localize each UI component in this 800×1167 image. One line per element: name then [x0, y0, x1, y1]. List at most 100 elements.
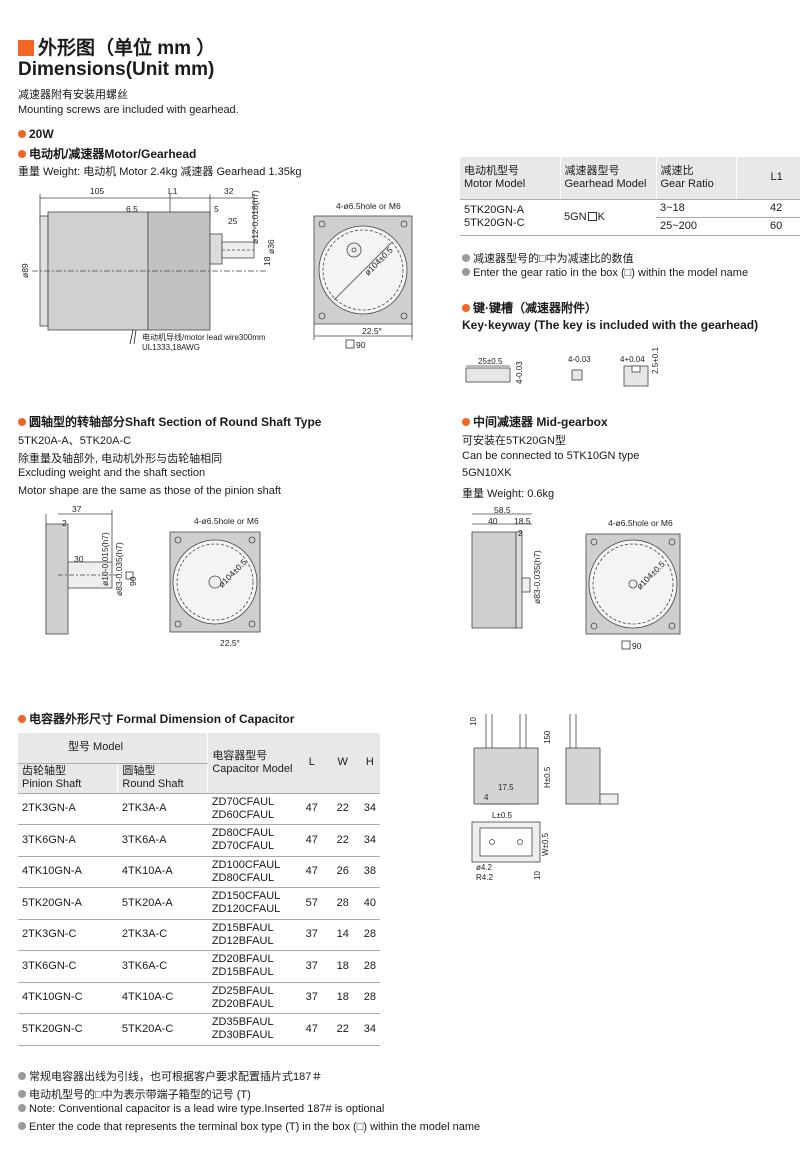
dim-25: 25	[228, 216, 238, 226]
angle-label: 22.5°	[362, 326, 382, 336]
cell-W: 22	[325, 824, 360, 857]
holes-label: 4-ø6.5hole or M6	[336, 201, 401, 211]
rs-angle: 22.5°	[220, 638, 240, 648]
rs-dim-30: 30	[74, 554, 84, 564]
motor-gearhead-drawing: 105 L1 32 6.5 5 25 ø12-0.018(h7) 18 ø36 …	[20, 186, 413, 352]
mid-gearbox-line2: Can be connected to 5TK10GN type	[462, 450, 640, 462]
cell-round: 3TK6A-C	[117, 950, 208, 983]
box-icon	[587, 211, 597, 221]
cell-pinion: 2TK3GN-C	[18, 919, 118, 951]
bullet-icon	[18, 418, 26, 426]
cell-L: 47	[297, 824, 326, 857]
sq90-label: 90	[356, 340, 366, 350]
mg-dim-40: 40	[488, 516, 498, 526]
rs-dim-83: ø83-0.035(h7)	[114, 542, 124, 596]
rs-dim-2: 2	[62, 518, 67, 528]
cell-W: 18	[325, 950, 360, 983]
cell-round: 2TK3A-A	[117, 793, 208, 825]
cell-H: 34	[359, 1013, 380, 1046]
mid-gearbox-drawing: 58.5 40 18.5 2 ø83-0.035(h7) 4-ø6.5hole …	[471, 505, 681, 651]
key-width: 4-0.03	[568, 355, 591, 364]
cap-model-2: ZD20BFAUL	[211, 997, 274, 1010]
footer-note-4: Enter the code that represents the termi…	[18, 1121, 480, 1133]
cap-model-1: ZD100CFAUL	[211, 858, 281, 871]
note-cn: 减速器附有安装用螺丝	[18, 89, 128, 101]
cell-L: 37	[297, 982, 326, 1014]
bullet-icon	[18, 1072, 26, 1080]
rs-holes: 4-ø6.5hole or M6	[194, 516, 259, 526]
cap-model-1: ZD150CFAUL	[211, 890, 281, 903]
cell-H: 38	[359, 856, 380, 888]
cap-model-2: ZD60CFAUL	[211, 808, 275, 821]
footer-note-2: 电动机型号的□中为表示带端子箱型的记号 (T)	[18, 1086, 251, 1102]
cell-round: 4TK10A-C	[117, 982, 208, 1014]
bullet-icon	[18, 715, 26, 723]
cell-L: 47	[297, 1013, 326, 1046]
bullet-icon	[18, 1090, 26, 1098]
dim-32: 32	[224, 186, 234, 196]
mid-gearbox-line1: 可安装在5TK20GN型	[462, 435, 566, 447]
dim-18: 18	[262, 256, 272, 266]
cell-pinion: 4TK10GN-A	[18, 856, 118, 888]
cap-dim-17-5: 17.5	[498, 783, 514, 792]
cap-dim-h: H±0.5	[543, 766, 552, 788]
col-W: W	[325, 733, 360, 794]
bullet-icon	[18, 150, 26, 158]
note-en: Mounting screws are included with gearhe…	[18, 104, 239, 116]
key-heading-cn: 键·键槽（减速器附件）	[462, 299, 597, 316]
bullet-icon	[18, 1104, 26, 1112]
cap-dim-150: 150	[543, 730, 552, 744]
page-title-en: Dimensions(Unit mm)	[18, 59, 215, 80]
cap-model-1: ZD15BFAUL	[211, 921, 274, 934]
ratio-note-cn: 减速器型号的□中为减速比的数值	[462, 250, 634, 266]
cell-W: 18	[325, 982, 360, 1014]
mg-dim-83: ø83-0.035(h7)	[532, 550, 542, 604]
dim-l1: L1	[168, 186, 178, 196]
bullet-icon	[462, 254, 470, 262]
power-label: 20W	[18, 127, 54, 141]
cap-model-2: ZD120CFAUL	[211, 903, 281, 916]
cap-model-1: ZD80CFAUL	[211, 827, 275, 840]
dim-6-5: 6.5	[126, 204, 138, 214]
col-L: L	[297, 733, 326, 794]
cell-pinion: 5TK20GN-A	[18, 887, 118, 920]
cell-pinion: 3TK6GN-C	[18, 950, 118, 983]
col-model: 型号 Model	[18, 733, 208, 764]
round-shaft-note-cn: 除重量及轴部外, 电动机外形与齿轮轴相同	[18, 453, 223, 465]
capacitor-drawing: 10 150 H±0.5 4 17.5 L±0.5 W±0.5 ø4.2 R4.…	[469, 714, 619, 882]
cell-round: 5TK20A-A	[117, 887, 208, 920]
rs-dim-10: ø10-0.015(h7)	[100, 532, 110, 586]
mid-gearbox-heading: 中间减速器 Mid-gearbox	[462, 413, 608, 430]
cell-H: 28	[359, 950, 380, 983]
round-shaft-note-en2: Motor shape are the same as those of the…	[18, 485, 281, 497]
cell-L: 57	[297, 887, 326, 920]
footer-note-3: Note: Conventional capacitor is a lead w…	[18, 1103, 384, 1115]
cap-dim-w: W±0.5	[541, 832, 550, 856]
mg-dim-2: 2	[518, 528, 523, 538]
orange-square-icon	[18, 40, 34, 56]
cell-W: 14	[325, 919, 360, 951]
rs-sq90: 90	[128, 576, 138, 586]
dim-5: 5	[214, 204, 219, 214]
key-height: 4-0.03	[515, 361, 524, 384]
cell-W: 22	[325, 1013, 360, 1046]
cell-pinion: 5TK20GN-C	[18, 1013, 118, 1046]
bullet-icon	[18, 130, 26, 138]
page-title-cn: 外形图（单位 mm ）	[18, 33, 215, 60]
cell-pinion: 3TK6GN-A	[18, 824, 118, 857]
